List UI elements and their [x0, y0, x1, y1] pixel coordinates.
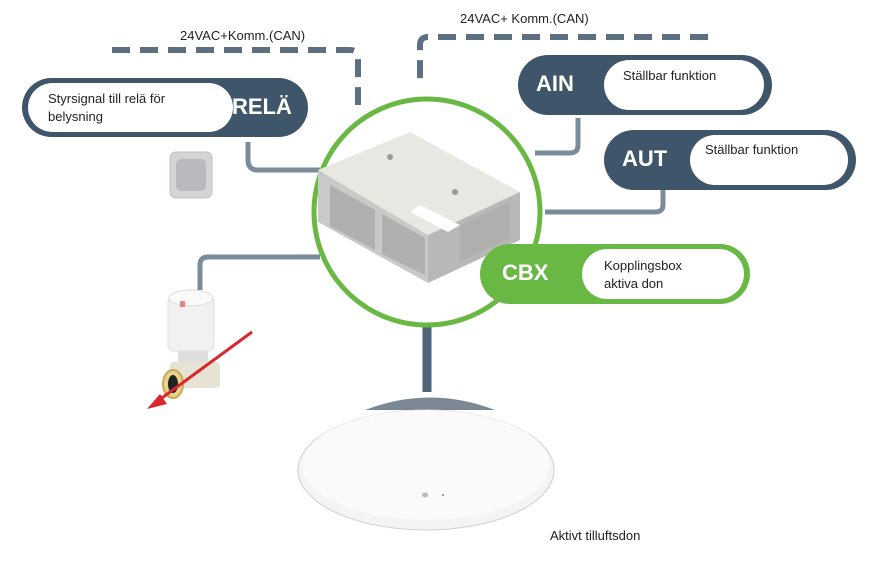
module-ain-desc-box: [604, 60, 764, 110]
module-cbx[interactable]: CBX Kopplingsbox aktiva don: [480, 244, 750, 304]
rela-connector: [245, 142, 320, 173]
module-rela-desc-line2: belysning: [48, 109, 103, 124]
valve-connector: [197, 254, 320, 290]
ain-connector: [535, 118, 581, 156]
module-aut-desc: Ställbar funktion: [705, 142, 799, 157]
module-aut-code: AUT: [622, 146, 668, 171]
module-rela-code: RELÄ: [232, 94, 292, 119]
module-rela-desc-box: [28, 83, 233, 132]
bus-line-left: [112, 47, 361, 105]
bus-line-right: [417, 34, 708, 85]
module-ain[interactable]: AIN Ställbar funktion: [518, 55, 772, 115]
valve-actuator-image: [147, 289, 253, 409]
module-aut[interactable]: AUT Ställbar funktion: [604, 130, 856, 190]
module-cbx-desc-line1: Kopplingsbox: [604, 258, 683, 273]
module-rela[interactable]: Styrsignal till relä för belysning RELÄ: [22, 78, 308, 137]
light-switch-image: [169, 151, 213, 199]
module-ain-code: AIN: [536, 71, 574, 96]
bus-label-left: 24VAC+Komm.(CAN): [180, 28, 306, 43]
module-ain-desc: Ställbar funktion: [623, 68, 717, 83]
module-cbx-desc-line2: aktiva don: [604, 276, 664, 291]
cbx-device-image: [318, 132, 520, 283]
diffuser-label: Aktivt tilluftsdon: [550, 528, 641, 543]
aut-connector: [545, 190, 666, 215]
module-aut-desc-box: [690, 135, 848, 185]
supply-air-diffuser-image: [297, 397, 555, 531]
bus-label-right: 24VAC+ Komm.(CAN): [460, 11, 589, 26]
module-cbx-desc-box: [582, 249, 744, 299]
module-rela-desc-line1: Styrsignal till relä för: [48, 91, 166, 106]
module-cbx-code: CBX: [502, 260, 549, 285]
